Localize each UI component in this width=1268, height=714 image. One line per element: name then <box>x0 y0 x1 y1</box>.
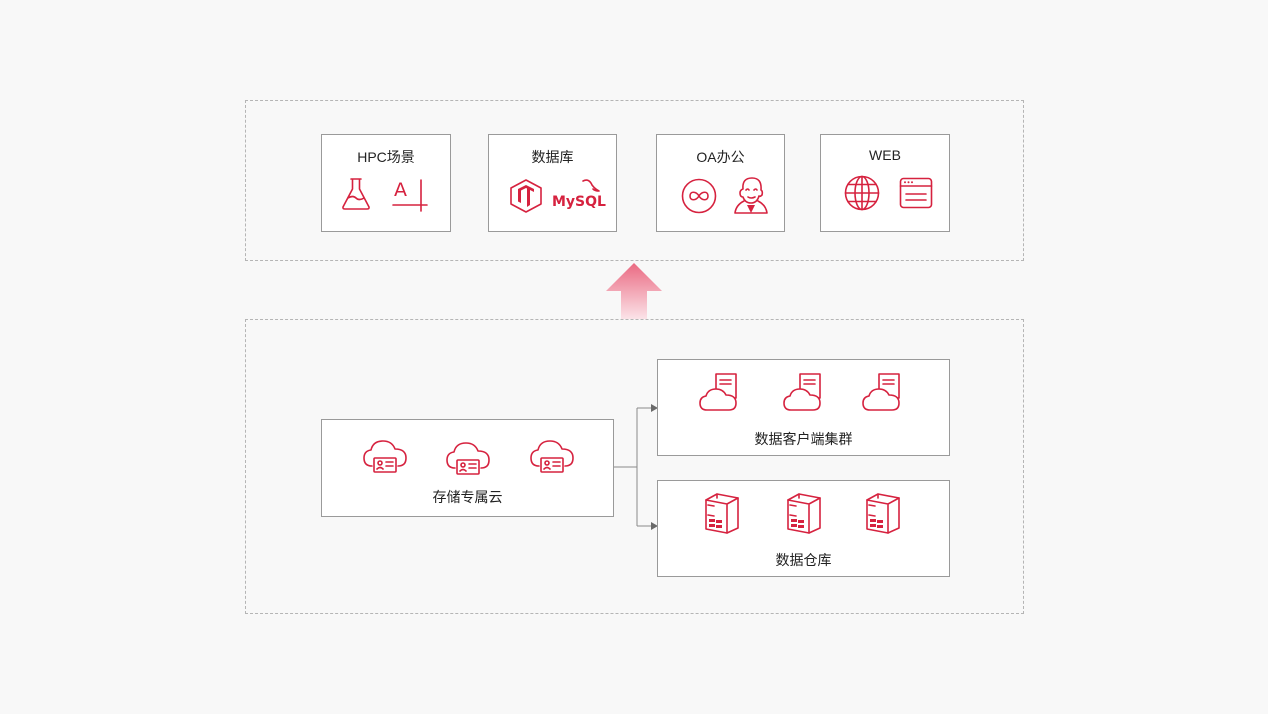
browser-window-icon <box>899 177 933 209</box>
database-title: 数据库 <box>531 149 574 165</box>
server-rack-icon <box>704 492 740 534</box>
oa-box: OA办公 <box>656 134 785 232</box>
data-warehouse-box: 数据仓库 <box>657 480 950 577</box>
database-box: 数据库 MySQL <box>488 134 617 232</box>
server-rack-icon <box>865 492 901 534</box>
svg-text:A: A <box>394 179 407 201</box>
mysql-wordmark: MySQL <box>552 194 606 210</box>
cloud-id-card-icon <box>445 440 491 478</box>
font-crop-icon: A <box>392 177 428 213</box>
application-layer-panel <box>245 100 1024 261</box>
server-rack-icon <box>786 492 822 534</box>
connector-lines <box>613 400 663 534</box>
jenkins-logo-icon <box>733 175 769 215</box>
infrastructure-layer-panel <box>245 319 1024 614</box>
tidb-logo-icon <box>509 178 543 214</box>
oa-title: OA办公 <box>696 149 745 165</box>
globe-icon <box>844 175 880 211</box>
flask-icon <box>340 177 372 211</box>
web-box: WEB <box>820 134 950 232</box>
storage-cloud-box: 存储专属云 <box>321 419 614 517</box>
upward-arrow <box>606 263 662 319</box>
data-client-cluster-box: 数据客户端集群 <box>657 359 950 456</box>
web-title: WEB <box>869 147 901 163</box>
data-client-cluster-title: 数据客户端集群 <box>754 431 853 447</box>
data-warehouse-title: 数据仓库 <box>775 552 832 568</box>
cloud-document-icon <box>698 372 744 414</box>
cloud-document-icon <box>861 372 907 414</box>
mysql-logo-icon: MySQL <box>551 177 606 213</box>
storage-cloud-title: 存储专属云 <box>432 489 503 505</box>
cloud-id-card-icon <box>362 438 408 476</box>
hpc-box: HPC场景 A <box>321 134 451 232</box>
hpc-title: HPC场景 <box>357 149 415 165</box>
cloud-document-icon <box>782 372 828 414</box>
infinity-circle-icon <box>681 178 717 214</box>
cloud-id-card-icon <box>529 438 575 476</box>
